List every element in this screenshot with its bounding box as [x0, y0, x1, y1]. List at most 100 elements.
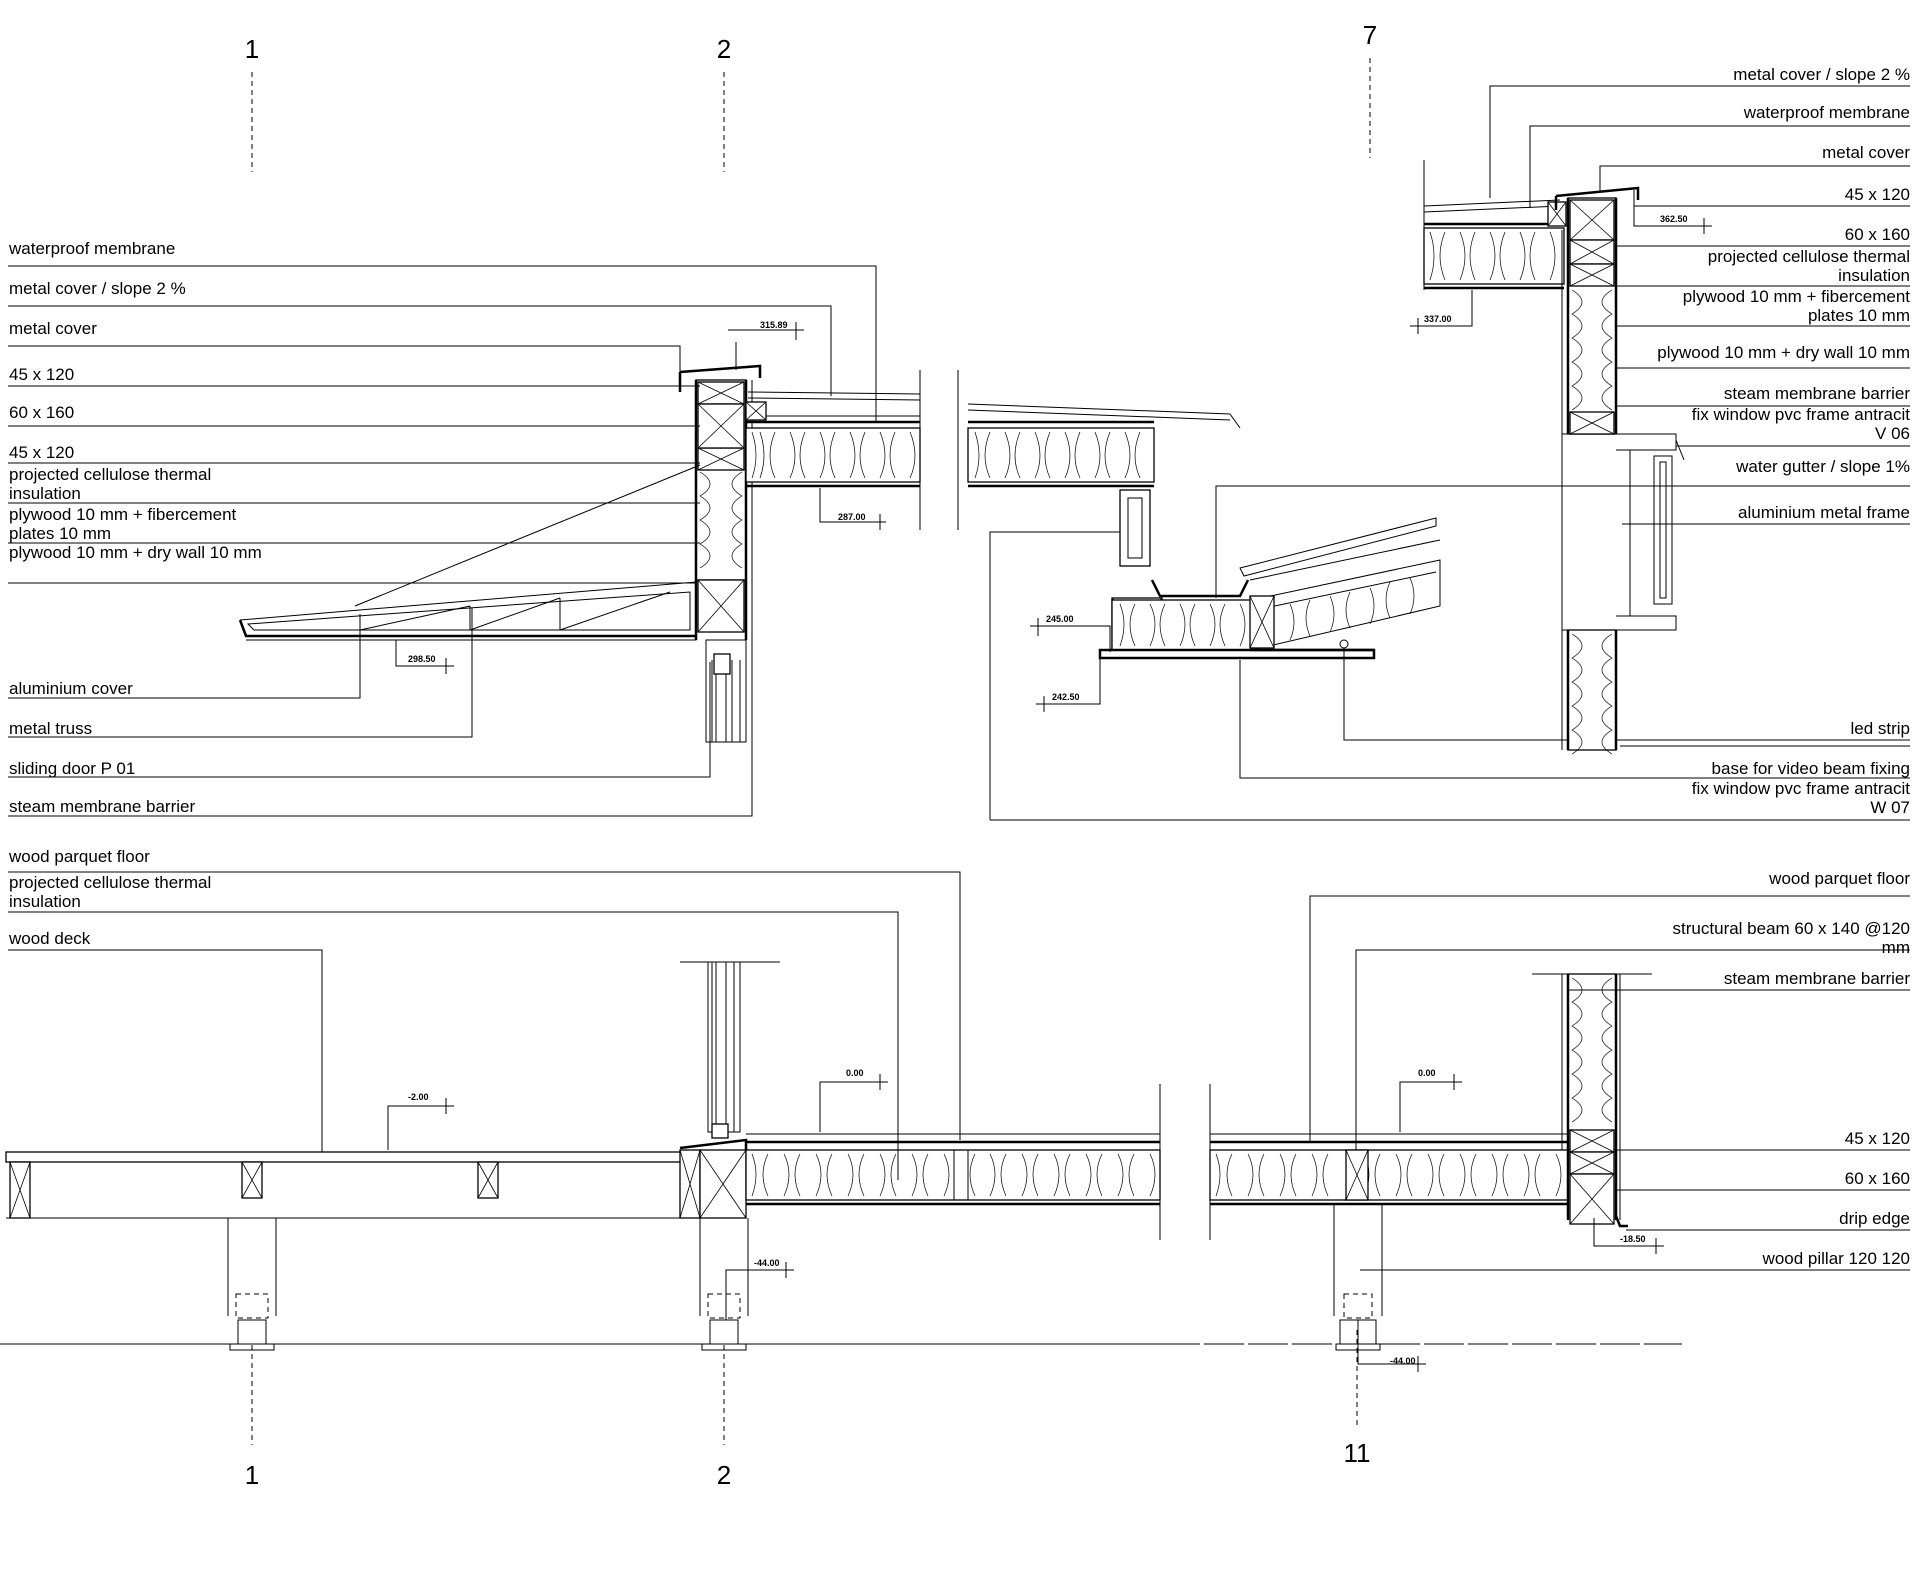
- labels-right-upper-13-line-0: base for video beam fixing: [1712, 759, 1910, 778]
- sliding-door-frame-bottom: [707, 961, 741, 1133]
- roof-slab-upper-middle: [967, 427, 1155, 483]
- labels-right-upper-9-line-1: V 06: [1875, 424, 1910, 443]
- labels-right-lower-5-line-0: drip edge: [1839, 1209, 1910, 1228]
- svg-text:0.00: 0.00: [846, 1068, 864, 1078]
- labels-left-upper-6-line-1: insulation: [9, 484, 81, 503]
- leader-lines-upper-left: [8, 265, 877, 817]
- labels-right-upper-11-line-0: aluminium metal frame: [1738, 503, 1910, 522]
- axis-label-2-top: 2: [717, 34, 731, 64]
- labels-right-upper-3-line-0: 45 x 120: [1845, 185, 1910, 204]
- svg-text:287.00: 287.00: [838, 512, 866, 522]
- labels-right-lower-4-line-0: 60 x 160: [1845, 1169, 1910, 1188]
- dimension-287-00: 287.00: [819, 488, 886, 530]
- dimension-0-00-right: 0.00: [1399, 1068, 1462, 1132]
- dimension-362-50: 362.50: [1633, 190, 1712, 234]
- labels-left-lower-2-line-0: wood deck: [8, 929, 91, 948]
- dimension-minus-44-00-left: -44.00: [725, 1258, 794, 1320]
- labels-right-upper: metal cover / slope 2 % waterproof membra…: [1657, 65, 1910, 817]
- dimension-298-50: 298.50: [395, 640, 454, 674]
- svg-text:-44.00: -44.00: [1390, 1356, 1416, 1366]
- svg-text:0.00: 0.00: [1418, 1068, 1436, 1078]
- labels-left-upper-0-line-0: waterproof membrane: [8, 239, 175, 258]
- labels-right-lower-1-line-0: structural beam 60 x 140 @120: [1673, 919, 1910, 938]
- axis-label-2-bottom: 2: [717, 1460, 731, 1490]
- svg-text:337.00: 337.00: [1424, 314, 1452, 324]
- upper-middle-gutter-detail: 245.00 242.50: [957, 370, 1910, 821]
- labels-right-lower-6-line-0: wood pillar 120 120: [1762, 1249, 1910, 1268]
- window-frame-w07: [1653, 455, 1673, 605]
- svg-text:298.50: 298.50: [408, 654, 436, 664]
- lower-right-floor-detail: 0.00 -18.50 -44.00: [1209, 895, 1910, 1372]
- dimension-minus-18-50: -18.50: [1593, 1218, 1664, 1254]
- dimension-0-00-left: 0.00: [819, 1068, 888, 1132]
- svg-text:362.50: 362.50: [1660, 214, 1688, 224]
- labels-left-upper-6-line-0: projected cellulose thermal: [9, 465, 211, 484]
- labels-right-upper-6-line-1: plates 10 mm: [1808, 306, 1910, 325]
- labels-right-upper-5-line-1: insulation: [1838, 266, 1910, 285]
- labels-left-upper-12-line-0: steam membrane barrier: [9, 797, 195, 816]
- labels-right-upper-7-line-0: plywood 10 mm + dry wall 10 mm: [1657, 343, 1910, 362]
- labels-right-lower-1-line-1: mm: [1882, 938, 1910, 957]
- labels-right-upper-5-line-0: projected cellulose thermal: [1708, 247, 1910, 266]
- labels-left-lower: wood parquet floor projected cellulose th…: [8, 847, 211, 948]
- labels-right-upper-0-line-0: metal cover / slope 2 %: [1733, 65, 1910, 84]
- labels-left-upper-7-line-0: plywood 10 mm + fibercement: [9, 505, 237, 524]
- svg-text:-18.50: -18.50: [1620, 1234, 1646, 1244]
- wood-deck-boards: [5, 1151, 701, 1163]
- labels-left-upper-3-line-0: 45 x 120: [9, 365, 74, 384]
- labels-right-upper-9-line-0: fix window pvc frame antracit: [1692, 405, 1911, 424]
- upper-left-roof-detail: 315.89 287.00 298.50: [8, 265, 921, 817]
- leader-lines-upper-right: [1489, 85, 1910, 747]
- svg-text:-2.00: -2.00: [408, 1092, 429, 1102]
- labels-left-upper: waterproof membrane metal cover / slope 2…: [8, 239, 262, 816]
- dimension-337-00: 337.00: [1410, 290, 1473, 334]
- window-frame-v06: [1119, 489, 1151, 567]
- labels-right-upper-6-line-0: plywood 10 mm + fibercement: [1683, 287, 1911, 306]
- labels-left-upper-11-line-0: sliding door P 01: [9, 759, 135, 778]
- labels-left-upper-4-line-0: 60 x 160: [9, 403, 74, 422]
- dimension-245-00: 245.00: [1030, 614, 1111, 652]
- labels-right-upper-8-line-0: steam membrane barrier: [1724, 384, 1910, 403]
- svg-text:315.89: 315.89: [760, 320, 788, 330]
- lower-left-floor-detail: -2.00 0.00 -44.00: [0, 871, 1682, 1351]
- wall-frame-lower-right: [1567, 973, 1617, 1151]
- dimension-315-89: 315.89: [728, 320, 804, 370]
- axis-label-11-bottom: 11: [1344, 1438, 1371, 1468]
- dimension-242-50: 242.50: [1036, 658, 1101, 712]
- labels-right-upper-14-line-0: fix window pvc frame antracit: [1692, 779, 1911, 798]
- floor-slab-left: [745, 1149, 1161, 1201]
- insulation-wall-upper-left: [699, 471, 743, 569]
- labels-right-upper-2-line-0: metal cover: [1822, 143, 1910, 162]
- labels-left-upper-9-line-0: aluminium cover: [9, 679, 133, 698]
- labels-right-upper-10-line-0: water gutter / slope 1%: [1735, 457, 1910, 476]
- labels-left-upper-1-line-0: metal cover / slope 2 %: [9, 279, 186, 298]
- labels-left-lower-1-line-1: insulation: [9, 892, 81, 911]
- labels-right-lower-0-line-0: wood parquet floor: [1768, 869, 1910, 888]
- dimension-minus-44-00-right: -44.00: [1357, 1320, 1426, 1372]
- labels-right-upper-4-line-0: 60 x 160: [1845, 225, 1910, 244]
- labels-right-upper-14-line-1: W 07: [1870, 798, 1910, 817]
- labels-left-lower-1-line-0: projected cellulose thermal: [9, 873, 211, 892]
- upper-right-roof-detail: 362.50 337.00: [1410, 85, 1910, 755]
- svg-text:242.50: 242.50: [1052, 692, 1080, 702]
- labels-left-lower-0-line-0: wood parquet floor: [8, 847, 150, 866]
- labels-left-upper-8-line-0: plywood 10 mm + dry wall 10 mm: [9, 543, 262, 562]
- roof-slab-upper-right: [1423, 227, 1565, 285]
- labels-right-lower: wood parquet floor structural beam 60 x 1…: [1673, 869, 1911, 1268]
- axis-label-7-top: 7: [1363, 20, 1377, 50]
- labels-left-upper-7-line-1: plates 10 mm: [9, 524, 111, 543]
- axis-markers: 1 2 7 1 2 11: [245, 20, 1377, 1490]
- labels-left-upper-2-line-0: metal cover: [9, 319, 97, 338]
- labels-right-upper-12-line-0: led strip: [1850, 719, 1910, 738]
- axis-label-1-top: 1: [245, 34, 259, 64]
- axis-label-1-bottom: 1: [245, 1460, 259, 1490]
- floor-slab-right: [1209, 1149, 1569, 1201]
- labels-left-upper-10-line-0: metal truss: [9, 719, 92, 738]
- dimension-minus-2-00: -2.00: [387, 1092, 454, 1150]
- labels-left-upper-5-line-0: 45 x 120: [9, 443, 74, 462]
- svg-text:245.00: 245.00: [1046, 614, 1074, 624]
- svg-text:-44.00: -44.00: [754, 1258, 780, 1268]
- labels-right-lower-2-line-0: steam membrane barrier: [1724, 969, 1910, 988]
- labels-right-upper-1-line-0: waterproof membrane: [1743, 103, 1910, 122]
